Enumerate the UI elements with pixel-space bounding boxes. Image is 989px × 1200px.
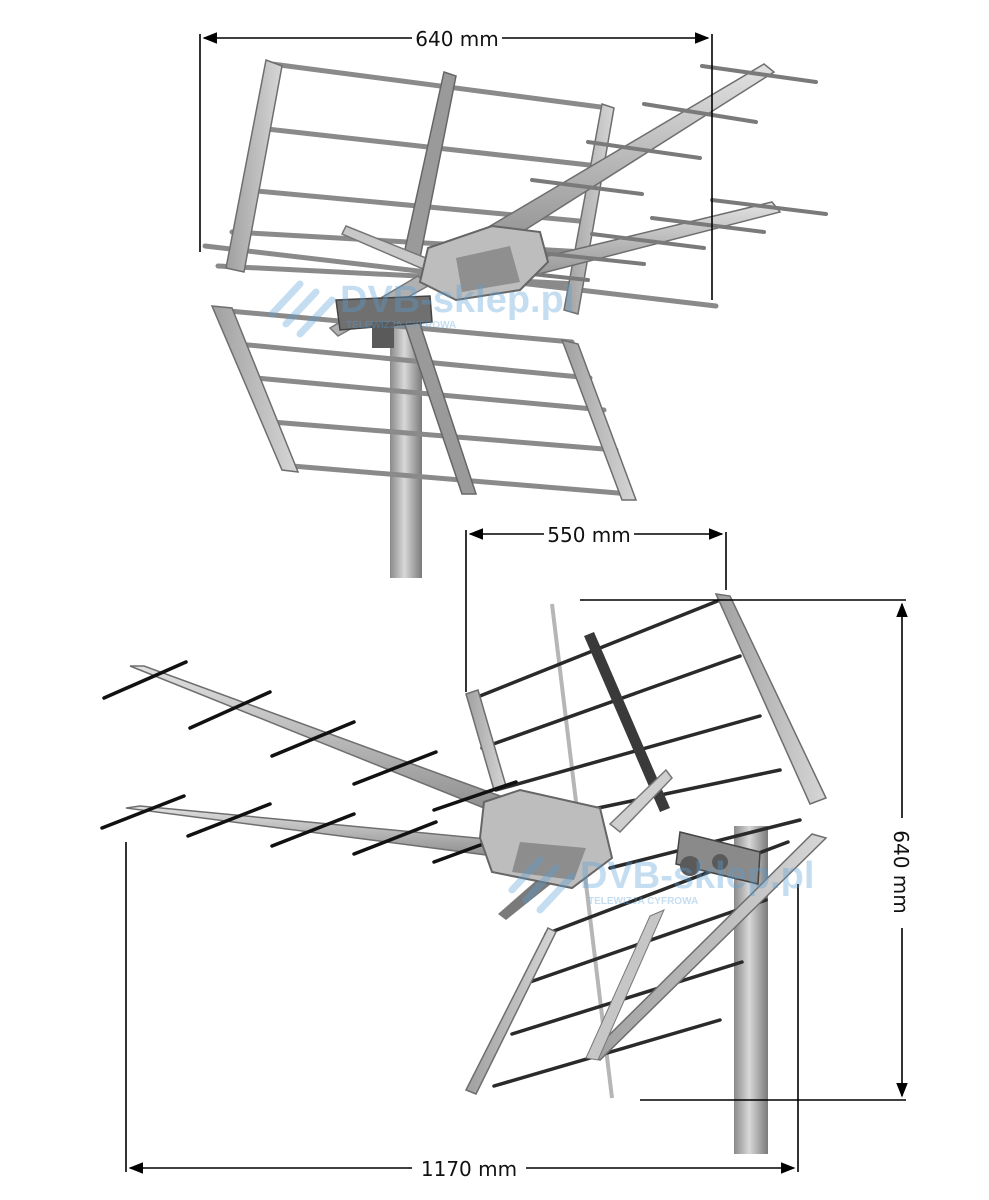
bottom-lower-left-frame	[464, 926, 558, 1095]
top-watermark-brand: DVB-sklep.pl	[340, 279, 574, 321]
bottom-height-label: 640 mm	[889, 830, 913, 914]
bottom-clamp-bolt-2	[712, 854, 728, 870]
top-reflector-mid-frame	[403, 71, 457, 259]
bottom-depth-dimension: 550 mm	[465, 523, 727, 692]
bottom-reflector-mid-bar	[584, 632, 670, 812]
top-lower-left-frame	[210, 305, 300, 473]
bottom-length-label: 1170 mm	[421, 1157, 517, 1181]
bottom-watermark: DVB-sklep.pl TELEWIZJA CYFROWA	[508, 855, 814, 914]
bottom-reflector-right-frame	[714, 593, 828, 805]
bottom-height-dimension: 640 mm	[580, 599, 913, 1101]
top-width-label: 640 mm	[415, 27, 499, 51]
bottom-housing-shade	[512, 842, 586, 880]
top-watermark-tagline: TELEWIZJA CYFROWA	[346, 320, 456, 331]
top-reflector-left-frame	[225, 58, 283, 273]
bottom-clamp-bolt	[680, 856, 700, 876]
bottom-watermark-tagline: TELEWIZJA CYFROWA	[588, 896, 698, 907]
top-width-dimension: 640 mm	[199, 27, 713, 300]
top-clamp-bolt	[372, 322, 394, 348]
bottom-watermark-brand: DVB-sklep.pl	[580, 855, 814, 897]
top-lower-right-frame	[560, 338, 638, 501]
top-watermark: DVB-sklep.pl TELEWIZJA CYFROWA	[268, 279, 574, 338]
bottom-dipole-fin	[608, 768, 673, 834]
top-housing-shade	[456, 246, 520, 292]
bottom-dipole-fin-2	[498, 872, 556, 920]
bottom-lower-right-frame	[588, 833, 828, 1061]
top-antenna-illustration: 640 mm DVB-sklep.pl TELEWIZJA CYFROWA	[199, 27, 828, 578]
bottom-lower-mid-bar	[585, 909, 665, 1061]
bottom-antenna-illustration: 550 mm 640 mm 1170 mm DVB-sklep.pl	[100, 523, 913, 1181]
top-mast-clamp	[335, 295, 433, 331]
bottom-directors	[100, 660, 518, 864]
bottom-length-dimension: 1170 mm	[125, 842, 799, 1181]
bottom-depth-label: 550 mm	[547, 523, 631, 547]
